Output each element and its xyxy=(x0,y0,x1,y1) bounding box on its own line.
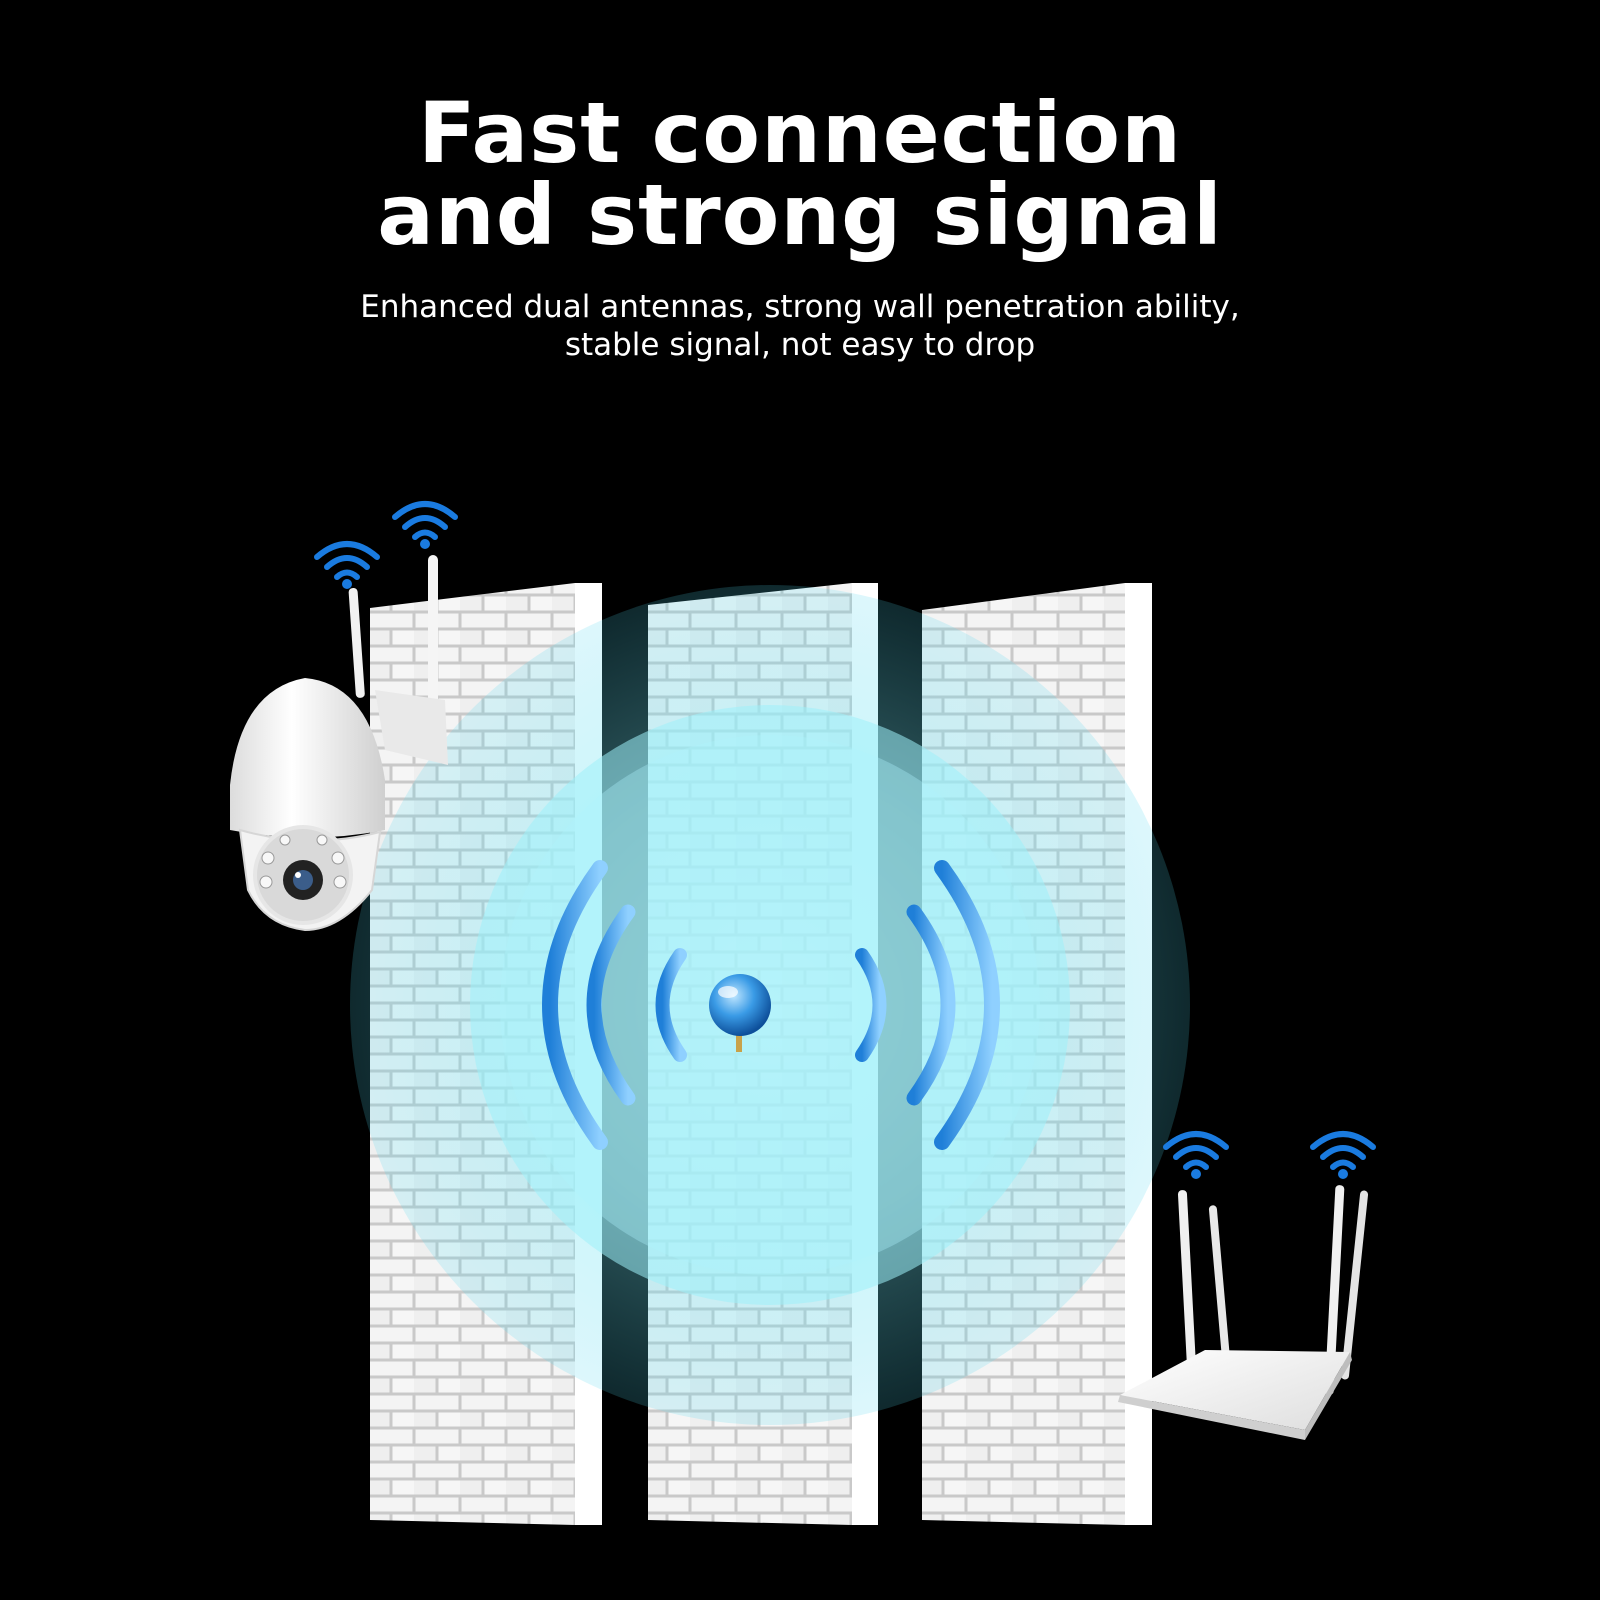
wifi-icon xyxy=(1310,1131,1376,1179)
headline-line-1: Fast connection xyxy=(418,84,1182,182)
subheadline-line-1: Enhanced dual antennas, strong wall pene… xyxy=(360,289,1240,325)
security-camera xyxy=(230,555,448,932)
headline-line-2: and strong signal xyxy=(377,166,1223,264)
subheadline-line-2: stable signal, not easy to drop xyxy=(564,327,1036,363)
signal-orb xyxy=(709,974,771,1052)
wifi-icon xyxy=(1163,1131,1229,1179)
router xyxy=(1118,1185,1369,1440)
wifi-icon xyxy=(392,501,458,549)
wifi-icon xyxy=(314,541,380,589)
signal-waves xyxy=(542,860,1000,1150)
signal-glow xyxy=(350,585,1190,1425)
